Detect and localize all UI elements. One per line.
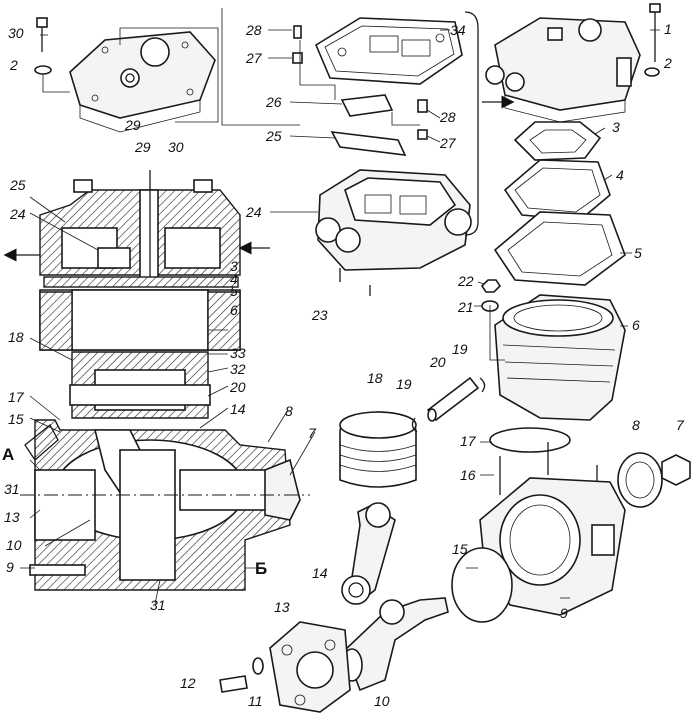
callout-27-mid: 27 (440, 135, 456, 151)
crankcase-right (451, 427, 691, 623)
callout-5-section: 5 (230, 283, 238, 299)
callout-23: 23 (312, 307, 328, 323)
callout-10-section: 10 (6, 537, 22, 553)
callout-6-right: 6 (632, 317, 640, 333)
callout-31-left: 31 (4, 481, 20, 497)
callout-22: 22 (458, 273, 474, 289)
callout-20-right: 20 (430, 354, 446, 370)
callout-15-section: 15 (8, 411, 24, 427)
piston-assembly (339, 376, 486, 605)
callout-8-section: 8 (285, 403, 293, 419)
callout-28-top: 28 (246, 22, 262, 38)
callout-3-right: 3 (612, 119, 620, 135)
callout-15-right: 15 (452, 541, 468, 557)
callout-24-mid: 24 (246, 204, 262, 220)
callout-10-right: 10 (374, 693, 390, 709)
bracket-right (464, 11, 479, 236)
callout-18-section: 18 (8, 329, 24, 345)
callout-6-section: 6 (230, 302, 238, 318)
gasket-5 (493, 211, 626, 286)
callout-9-right: 9 (560, 605, 568, 621)
callout-4-section: 4 (230, 271, 238, 287)
callout-13-right: 13 (274, 599, 290, 615)
callout-11: 11 (248, 693, 263, 709)
nut-7 (661, 454, 691, 486)
leader-lines (20, 29, 660, 605)
callout-16: 16 (460, 467, 476, 483)
callout-28-mid: 28 (440, 109, 456, 125)
callout-25-section: 25 (10, 177, 26, 193)
callout-25-top: 25 (266, 128, 282, 144)
callout-3-section: 3 (230, 258, 238, 274)
callout-29-top: 29 (125, 117, 141, 133)
callout-30-section: 30 (168, 139, 184, 155)
callout-29-section: 29 (135, 139, 151, 155)
oring-15 (451, 547, 513, 623)
washer-11 (252, 657, 264, 675)
callout-24-section: 24 (10, 206, 26, 222)
section-label-a: А (2, 445, 15, 464)
callout-1: 1 (664, 21, 672, 37)
callout-21: 21 (458, 299, 474, 315)
callout-9-section: 9 (6, 559, 14, 575)
crankshaft (341, 597, 449, 692)
callout-26: 26 (266, 94, 282, 110)
callout-20-section: 20 (230, 379, 246, 395)
section-view (3, 170, 310, 591)
callout-5-right: 5 (634, 245, 642, 261)
gear-8 (617, 452, 663, 508)
callout-32: 32 (230, 361, 246, 377)
callout-4-right: 4 (616, 167, 624, 183)
bracket-line-top (221, 8, 300, 126)
cylinder-block-right (489, 294, 626, 421)
callout-19-right: 19 (452, 341, 468, 357)
valve-plate-group (292, 17, 463, 156)
callout-14-right: 14 (312, 565, 328, 581)
assembled-head (485, 3, 661, 123)
cylinder-head-middle (315, 169, 472, 296)
callout-34: 34 (450, 22, 466, 38)
nut-22 (480, 279, 502, 293)
callout-27-top: 27 (246, 50, 262, 66)
callout-30-top: 30 (8, 25, 24, 41)
callout-31-bottom: 31 (150, 597, 166, 613)
oring-17 (489, 427, 571, 453)
callout-13-section: 13 (4, 509, 20, 525)
callout-8-right: 8 (632, 417, 640, 433)
section-label-b: Б (255, 559, 268, 578)
gasket-3 (513, 121, 602, 161)
callout-12: 12 (180, 675, 196, 691)
bolt-12 (219, 675, 248, 693)
gasket-4 (503, 159, 611, 221)
callout-7-section: 7 (308, 425, 316, 441)
callout-14-section: 14 (230, 401, 246, 417)
callout-2-top-left: 2 (10, 57, 18, 73)
callout-33: 33 (230, 345, 246, 361)
callout-2-right: 2 (664, 55, 672, 71)
callout-7-right: 7 (676, 417, 684, 433)
cover-13 (269, 621, 351, 713)
callout-19-left: 19 (396, 376, 412, 392)
head-cover-group (34, 17, 219, 133)
callout-17-right: 17 (460, 433, 476, 449)
callout-17-section: 17 (8, 389, 24, 405)
callout-18-right: 18 (367, 370, 383, 386)
